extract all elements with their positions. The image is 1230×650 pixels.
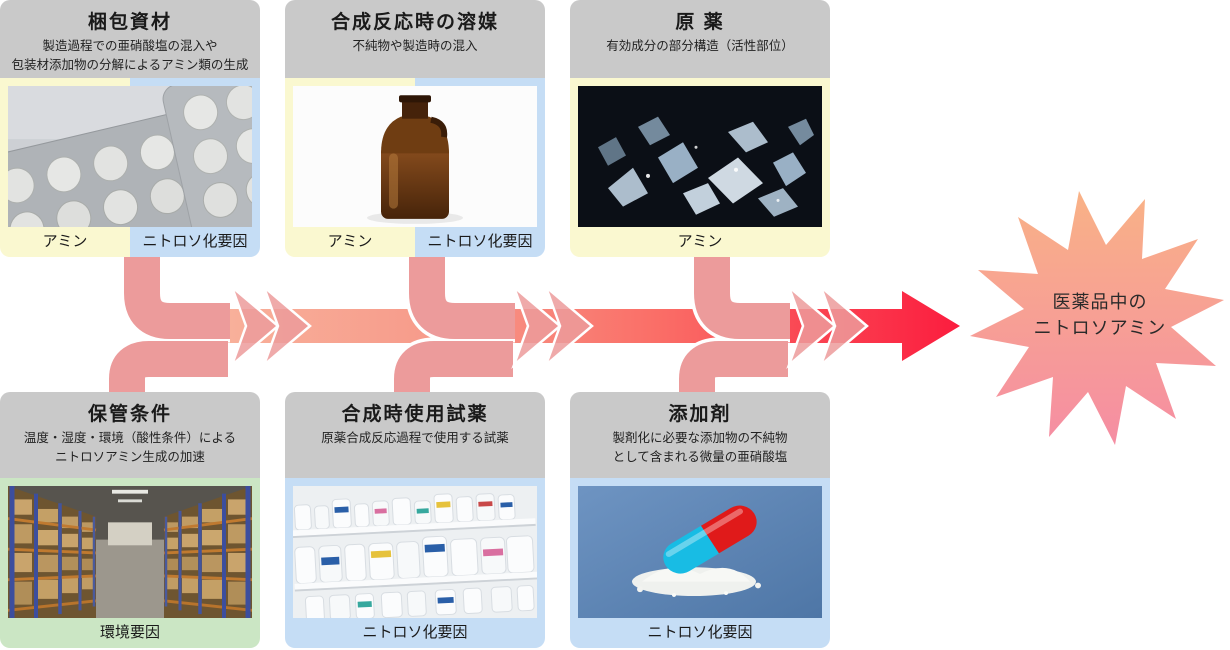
factor-label-nitrosating: ニトロソ化要因 [647,624,753,641]
junction-connector-1 [105,248,230,400]
factor-labels: 環境要因 [0,618,260,648]
api-crystals-photo [578,86,822,227]
factor-labels: アミン ニトロソ化要因 [285,227,545,257]
card-subtitle: 原薬合成反応過程で使用する試薬 [321,431,509,445]
factor-labels: ニトロソ化要因 [285,618,545,648]
factor-label-amine: アミン [42,233,88,250]
source-card-packaging: 梱包資材 製造過程での亜硝酸塩の混入や 包装材添加物の分解によるアミン類の生成 [0,0,260,257]
card-title: 合成反応時の溶媒 [330,12,499,33]
result-label: 医薬品中の ニトロソアミン [997,289,1203,341]
factor-labels: アミン [570,227,830,257]
result-line-1: 医薬品中の [1052,292,1148,312]
card-body: ニトロソ化要因 [570,478,830,648]
factor-label-amine: アミン [327,233,373,250]
warehouse-photo [8,486,252,618]
source-card-drug-substance: 原 薬 有効成分の部分構造（活性部位） [570,0,830,257]
result-line-2: ニトロソアミン [1033,318,1167,339]
card-subtitle: 不純物や製造時の混入 [352,39,478,53]
card-body: アミン ニトロソ化要因 [0,78,260,257]
card-title: 梱包資材 [87,12,172,33]
card-title: 保管条件 [87,404,172,425]
card-header: 合成反応時の溶媒 不純物や製造時の混入 [285,0,545,78]
card-title: 合成時使用試薬 [341,404,489,425]
card-subtitle: 製造過程での亜硝酸塩の混入や 包装材添加物の分解によるアミン類の生成 [11,39,249,73]
card-header: 添加剤 製剤化に必要な添加物の不純物 として含まれる微量の亜硝酸塩 [570,392,830,478]
source-card-excipients: 添加剤 製剤化に必要な添加物の不純物 として含まれる微量の亜硝酸塩 [570,392,830,648]
result-burst-shape [970,191,1224,445]
factor-label-environment: 環境要因 [99,624,160,641]
card-header: 合成時使用試薬 原薬合成反応過程で使用する試薬 [285,392,545,478]
chevron-icons [229,283,869,369]
card-subtitle: 製剤化に必要な添加物の不純物 として含まれる微量の亜硝酸塩 [612,431,788,465]
card-header: 梱包資材 製造過程での亜硝酸塩の混入や 包装材添加物の分解によるアミン類の生成 [0,0,260,78]
factor-label-amine: アミン [677,233,723,250]
card-header: 保管条件 温度・湿度・環境（酸性条件）による ニトロソアミン生成の加速 [0,392,260,478]
source-card-solvent: 合成反応時の溶媒 不純物や製造時の混入 [285,0,545,257]
factor-label-nitrosating: ニトロソ化要因 [427,233,533,250]
card-header: 原 薬 有効成分の部分構造（活性部位） [570,0,830,78]
solvent-jug-photo [293,86,537,227]
reagent-shelves-photo [293,486,537,618]
factor-label-nitrosating: ニトロソ化要因 [142,233,248,250]
card-body: ニトロソ化要因 [285,478,545,648]
card-title: 原 薬 [675,12,725,33]
factor-label-nitrosating: ニトロソ化要因 [362,624,468,641]
capsule-photo [578,486,822,618]
blister-pack-photo [8,86,252,227]
card-body: アミン ニトロソ化要因 [285,78,545,257]
card-body: 環境要因 [0,478,260,648]
source-card-reagents: 合成時使用試薬 原薬合成反応過程で使用する試薬 [285,392,545,648]
junction-connector-2 [390,248,515,400]
junction-connector-3 [675,248,790,400]
card-title: 添加剤 [668,404,732,425]
card-body: アミン [570,78,830,257]
card-subtitle: 有効成分の部分構造（活性部位） [606,39,794,53]
source-card-storage: 保管条件 温度・湿度・環境（酸性条件）による ニトロソアミン生成の加速 [0,392,260,648]
factor-labels: ニトロソ化要因 [570,618,830,648]
card-subtitle: 温度・湿度・環境（酸性条件）による ニトロソアミン生成の加速 [23,431,237,465]
factor-labels: アミン ニトロソ化要因 [0,227,260,257]
